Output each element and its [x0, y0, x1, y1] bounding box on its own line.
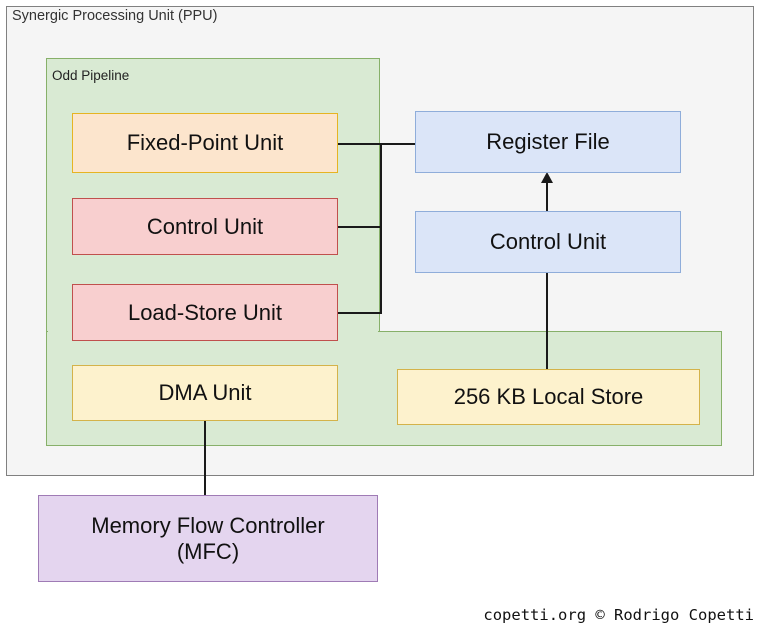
arrowhead-into-register-file: [541, 172, 553, 183]
mfc-label-line2: (MFC): [176, 538, 240, 564]
node-fixed-point-unit[interactable]: Fixed-Point Unit: [72, 113, 338, 173]
odd-pipeline-label: Odd Pipeline: [52, 68, 130, 83]
node-control-unit-main[interactable]: Control Unit: [415, 211, 681, 273]
node-dma-unit[interactable]: DMA Unit: [72, 365, 338, 421]
node-load-store-unit[interactable]: Load-Store Unit: [72, 284, 338, 341]
node-memory-flow-controller[interactable]: Memory Flow Controller (MFC): [38, 495, 378, 582]
node-control-unit-odd[interactable]: Control Unit: [72, 198, 338, 255]
connector-dma-unit-to-mfc: [204, 420, 207, 500]
footer-credit: copetti.org © Rodrigo Copetti: [483, 606, 754, 624]
node-local-store[interactable]: 256 KB Local Store: [397, 369, 700, 425]
connector-load-store-to-bus: [338, 312, 382, 315]
connector-control-unit-odd-to-bus: [338, 226, 382, 229]
node-register-file[interactable]: Register File: [415, 111, 681, 173]
connector-local-store-to-register-file: [546, 180, 549, 370]
pipeline-bus-line: [380, 143, 383, 314]
mfc-label-line1: Memory Flow Controller: [91, 512, 325, 538]
ppu-container-label: Synergic Processing Unit (PPU): [12, 8, 218, 24]
